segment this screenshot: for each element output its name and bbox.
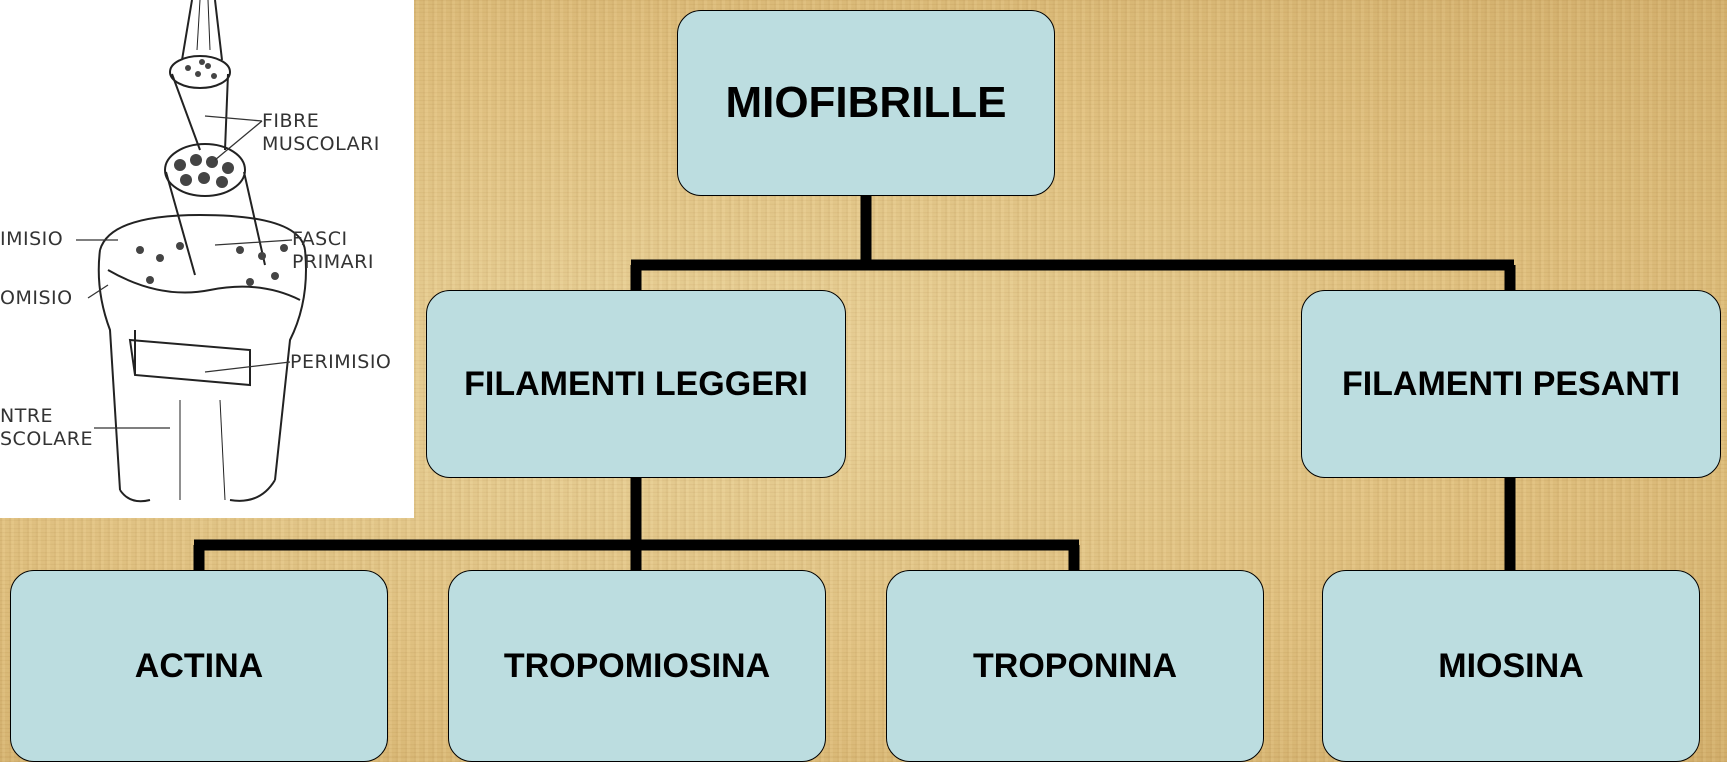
node-tropomiosina: TROPOMIOSINA [448, 570, 826, 762]
node-miosina: MIOSINA [1322, 570, 1700, 762]
label-fasci-primari: FASCI PRIMARI [292, 228, 374, 274]
label-fibre-line2: MUSCOLARI [262, 133, 380, 155]
label-imisio: IMISIO [0, 228, 63, 251]
label-fibre-line1: FIBRE [262, 110, 319, 132]
node-filamenti-pesanti: FILAMENTI PESANTI [1301, 290, 1721, 478]
node-miofibrille: MIOFIBRILLE [677, 10, 1055, 196]
label-ntre-line1: NTRE [0, 405, 53, 427]
node-actina: ACTINA [10, 570, 388, 762]
label-fasci-line1: FASCI [292, 228, 348, 250]
label-ntre-line2: SCOLARE [0, 428, 93, 450]
node-troponina: TROPONINA [886, 570, 1264, 762]
label-ntre-scolare: NTRE SCOLARE [0, 405, 93, 451]
label-fasci-line2: PRIMARI [292, 251, 374, 273]
label-perimisio: PERIMISIO [290, 351, 391, 374]
muscle-illustration: FIBRE MUSCOLARI FASCI PRIMARI PERIMISIO … [0, 0, 414, 518]
label-omisio: OMISIO [0, 287, 73, 310]
node-filamenti-leggeri: FILAMENTI LEGGERI [426, 290, 846, 478]
label-fibre-muscolari: FIBRE MUSCOLARI [262, 110, 380, 156]
